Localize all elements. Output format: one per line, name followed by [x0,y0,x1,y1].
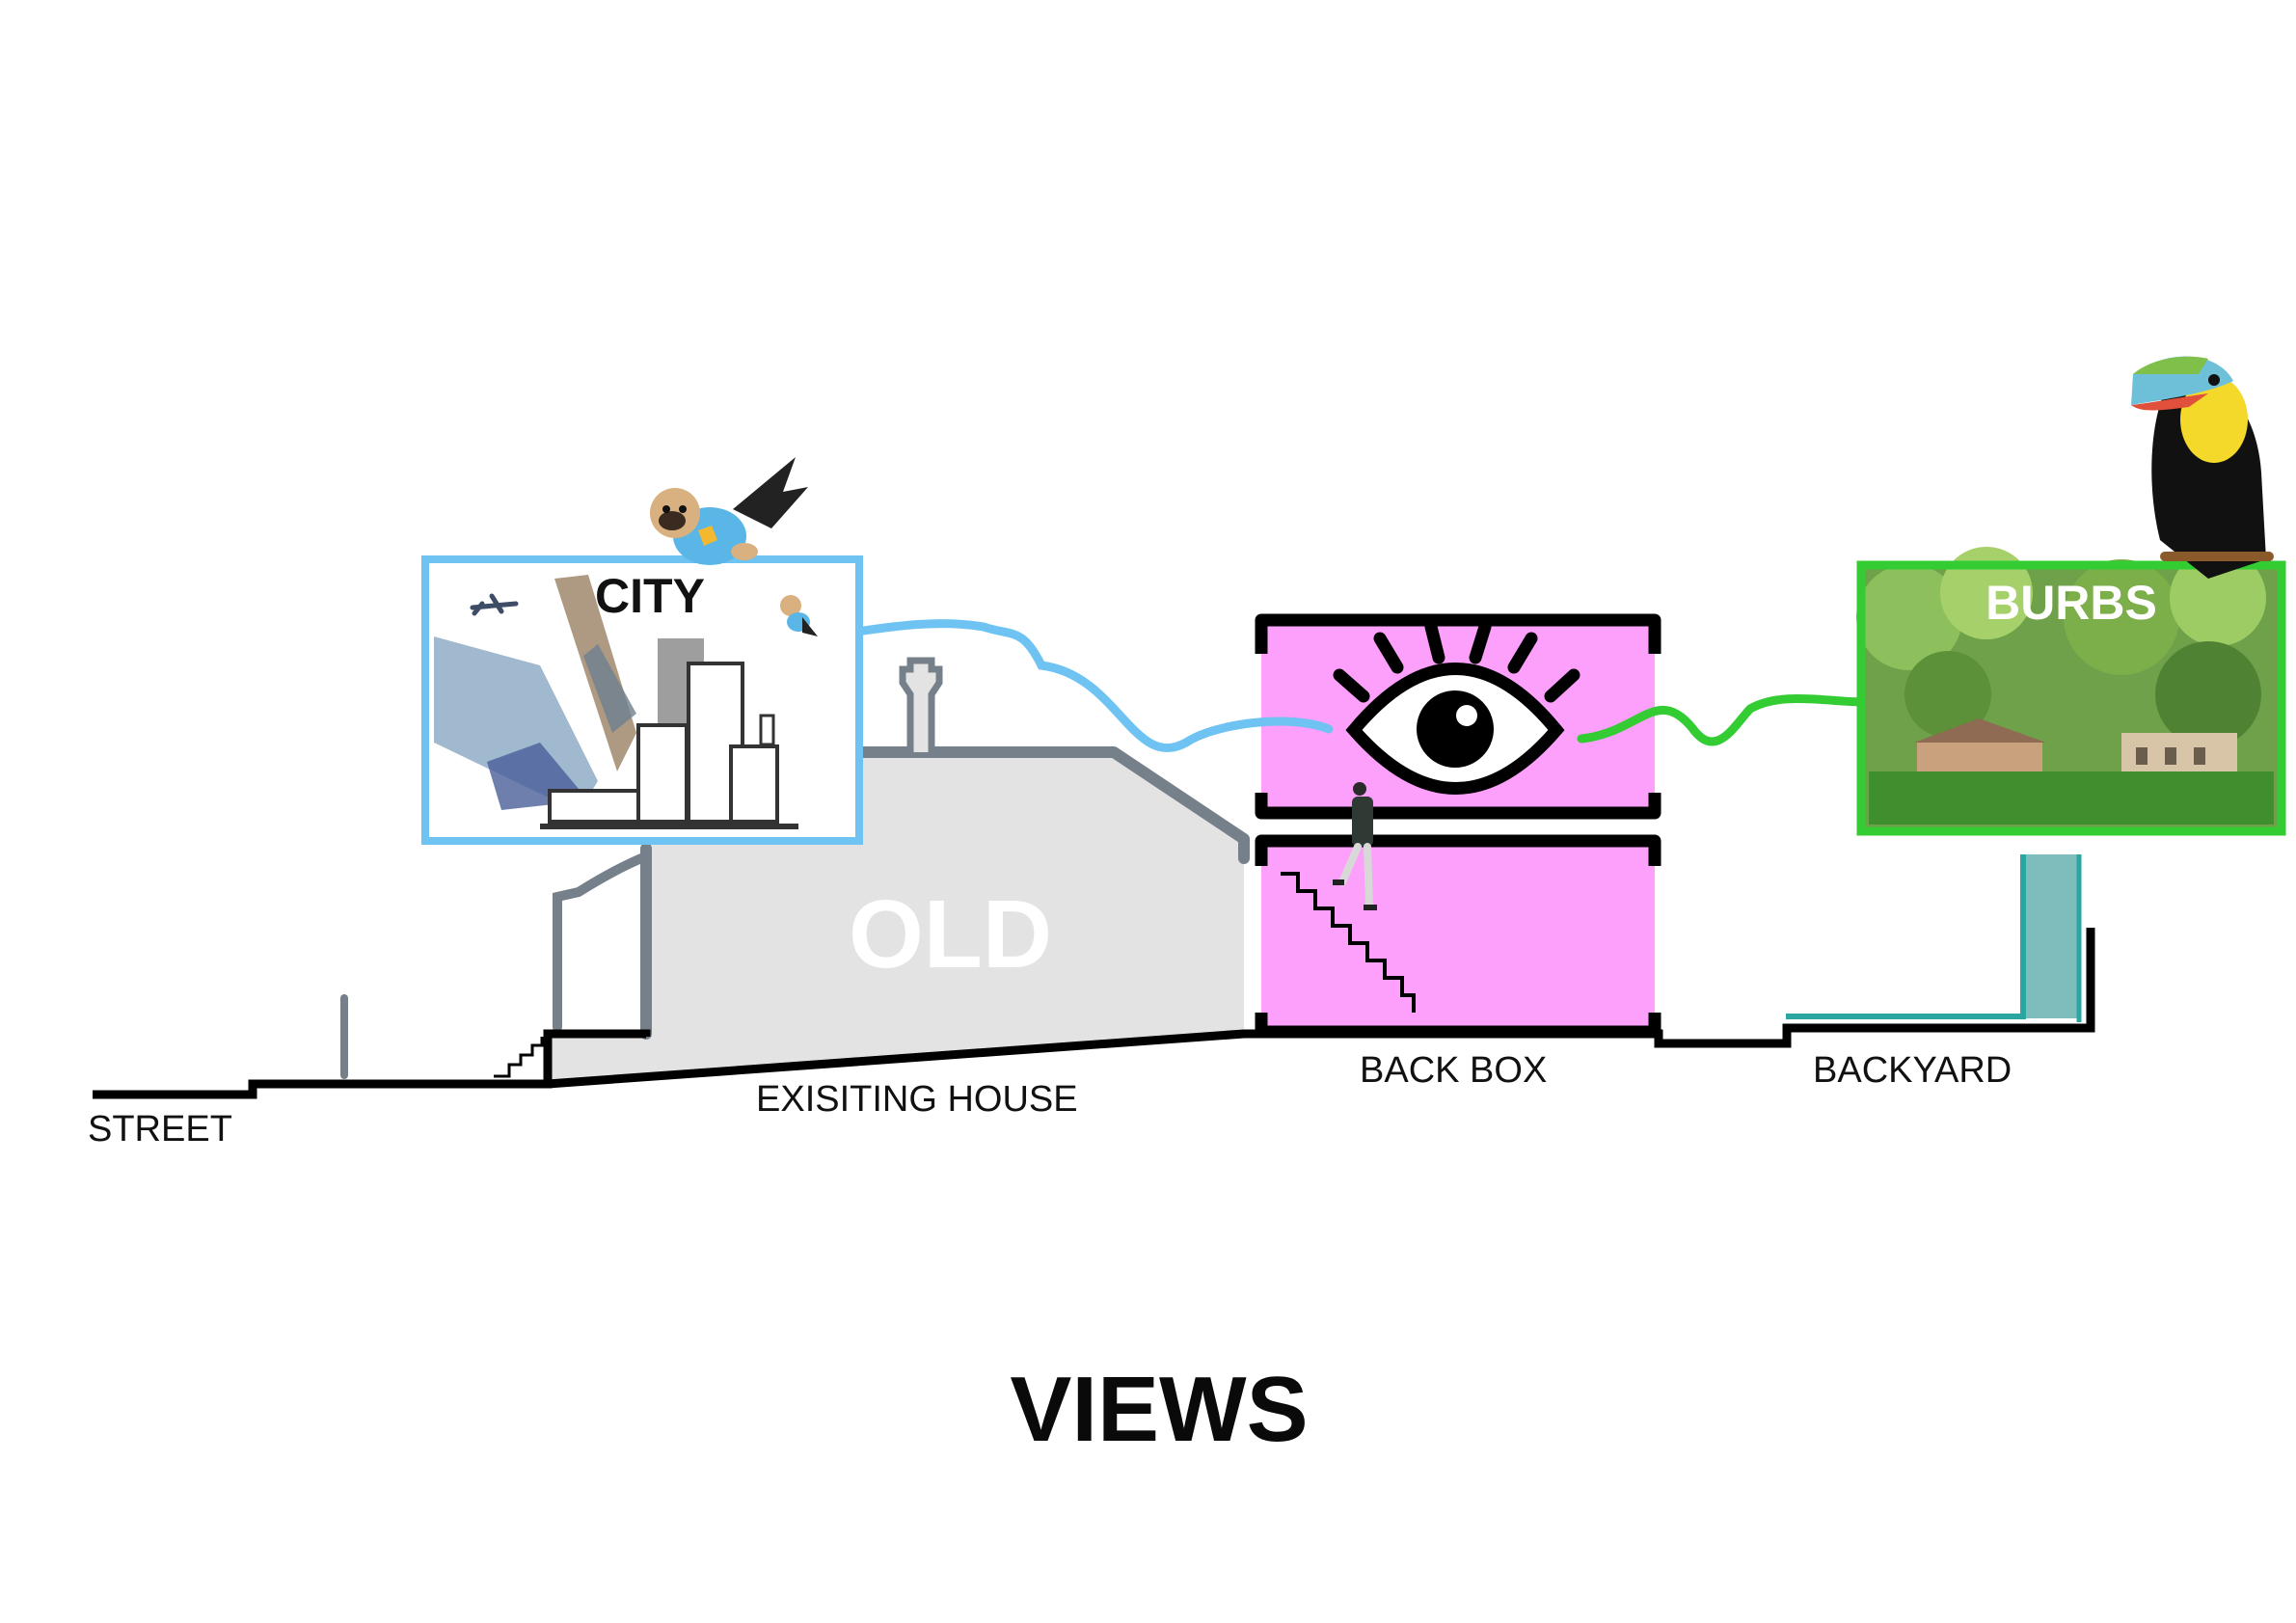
front-steps [494,1037,544,1078]
back-box-base [1255,1013,1661,1039]
city-skyline-icon [434,575,798,829]
diagram-title: VIEWS [1010,1358,1308,1461]
existing-house-porch [553,852,651,1032]
pool-edge [1786,854,2026,1019]
back-box-label: BACK BOX [1360,1050,1547,1091]
back-box-mid-ceiling [1255,834,1661,866]
existing-house-roof-line [640,746,1250,864]
old-label: OLD [849,880,1052,988]
pug-superhero-figure [650,457,808,565]
person-figure [1333,782,1377,910]
city-panel-label: CITY [595,569,705,623]
back-box-mid-floor [1255,793,1661,820]
back-box-roof [1255,613,1661,654]
eye-icon [1333,620,1580,795]
back-box [1255,613,1661,1039]
burbs-panel-label: BURBS [1985,576,2157,630]
back-box-lower [1261,843,1655,1032]
chimney-icon [899,657,943,752]
city-panel: CITY [421,457,863,845]
staircase-icon [1281,872,1416,1013]
pool-water [2023,854,2079,1018]
airplane-icon [470,593,519,616]
burbs-hedge [1869,771,2274,825]
backyard-label: BACKYARD [1813,1050,2012,1091]
burbs-foliage [1856,547,2266,747]
existing-house-label: EXISITING HOUSE [756,1079,1078,1120]
pool [1786,854,2082,1022]
burbs-panel: BURBS [1856,356,2286,836]
street-label: STREET [88,1109,232,1150]
mini-pug-figure [780,595,818,636]
burbs-panel-frame [1856,560,2286,836]
toucan-figure [2131,356,2274,579]
